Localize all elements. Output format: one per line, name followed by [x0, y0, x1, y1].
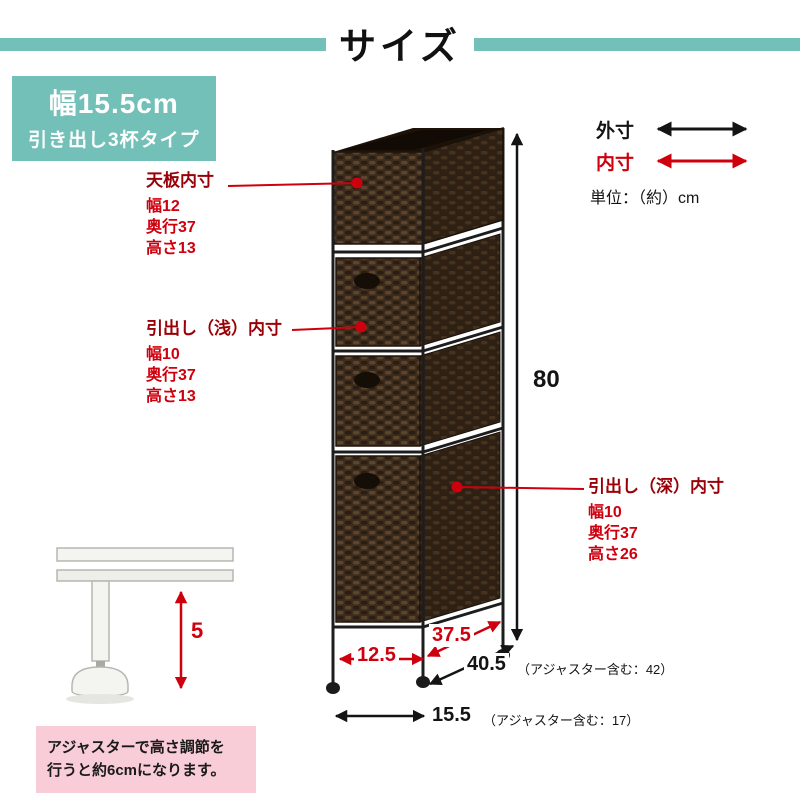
adjuster-height-value: 5: [191, 618, 204, 643]
size-badge: 幅15.5cm 引き出し3杯タイプ: [12, 76, 216, 161]
badge-width-label: 幅15.5cm: [48, 88, 179, 119]
page-title: サイズ: [339, 26, 461, 67]
drawer-shallow-1: [335, 233, 501, 347]
annotation-shallow-drawer: 引出し（浅）内寸 幅10 奥行37 高さ13: [146, 314, 282, 407]
side-depth-value: 37.5: [429, 624, 474, 647]
drawer-handle-hole: [354, 273, 380, 289]
adjuster-note-box: アジャスターで高さ調節を 行うと約6cmになります。: [36, 726, 256, 793]
adjuster-foot: [71, 666, 129, 697]
legend-inner-label: 内寸: [596, 153, 635, 174]
annotation-top-board: 天板内寸 幅12 奥行37 高さ13: [146, 166, 214, 259]
annotation-value: 奥行37: [588, 525, 638, 542]
drawer-handle-hole: [354, 473, 380, 489]
adjuster-screw: [96, 661, 105, 673]
legend-unit-label: 単位：（約）cm: [590, 190, 700, 207]
header-accent-bar-right: [474, 38, 800, 51]
annotation-value: 高さ26: [588, 546, 638, 563]
annotation-deep-drawer: 引出し（深）内寸 幅10 奥行37 高さ26: [588, 472, 724, 565]
drawer-handle-hole: [354, 372, 380, 388]
adjuster-note-line2: 行うと約6cmになります。: [47, 762, 226, 780]
annotation-title: 天板内寸: [146, 171, 214, 190]
adjuster-note-line1: アジャスターで高さ調節を: [47, 739, 225, 756]
annotation-title: 引出し（浅）内寸: [146, 319, 282, 338]
drawer-shallow-2: [335, 331, 501, 447]
legend-outer-label: 外寸: [596, 121, 635, 142]
annotation-title: 引出し（深）内寸: [588, 477, 724, 496]
drawer-deep: [335, 431, 501, 623]
annotation-value: 高さ13: [146, 240, 196, 257]
annotation-value: 奥行37: [146, 219, 196, 236]
badge-type-label: 引き出し3杯タイプ: [28, 130, 200, 151]
top-basket: [332, 126, 504, 246]
total-width-adjuster-note: （アジャスター含む：17）: [483, 713, 640, 728]
adjuster-closeup: [56, 547, 234, 704]
total-depth-adjuster-note: （アジャスター含む：42）: [517, 662, 674, 677]
total-depth-value: 40.5: [464, 653, 509, 676]
total-width-value: 15.5: [432, 704, 471, 726]
header-accent-bar-left: [0, 38, 326, 51]
annotation-anchor-dots: [351, 177, 463, 493]
annotation-value: 高さ13: [146, 388, 196, 405]
annotation-value: 幅12: [146, 198, 180, 215]
annotation-value: 奥行37: [146, 367, 196, 384]
adjuster-foot-shadow: [66, 694, 134, 704]
annotation-value: 幅10: [146, 346, 180, 363]
front-width-value: 12.5: [354, 644, 399, 667]
height-value: 80: [533, 366, 560, 393]
annotation-value: 幅10: [588, 504, 622, 521]
rack-frame: [331, 148, 505, 686]
